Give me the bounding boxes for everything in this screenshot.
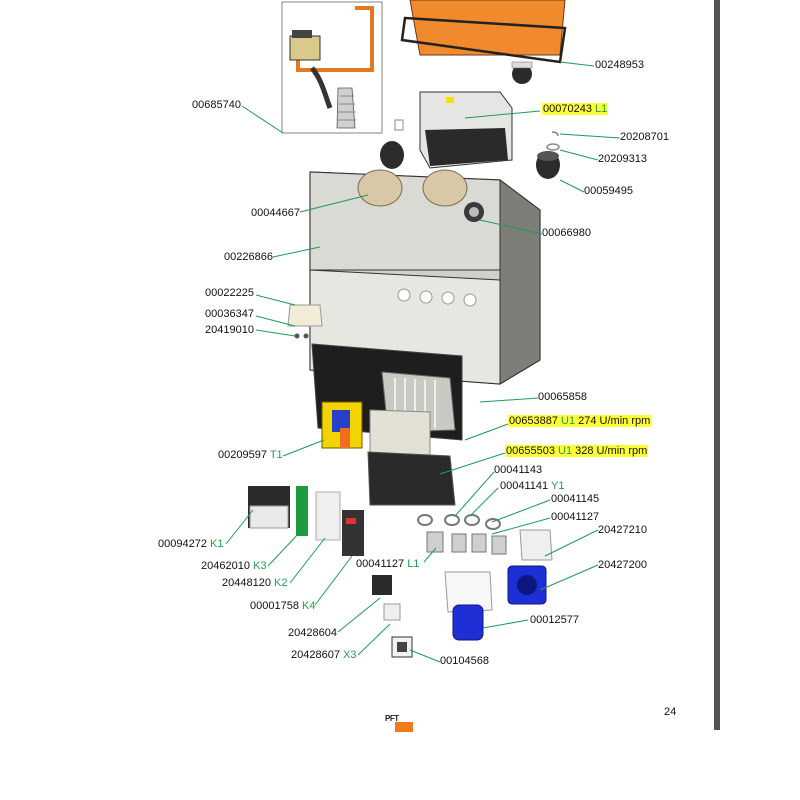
label-00041145: 00041145 bbox=[551, 493, 599, 506]
label-00041143: 00041143 bbox=[494, 464, 542, 477]
ref-designator: Y1 bbox=[550, 480, 565, 492]
leader-lines bbox=[225, 61, 621, 663]
label-00059495: 00059495 bbox=[584, 185, 633, 198]
part-code: 00041141 bbox=[500, 480, 549, 492]
ref-designator: K2 bbox=[274, 577, 288, 589]
label-00022225: 00022225 bbox=[205, 287, 254, 300]
part-code: 00653887 bbox=[509, 415, 558, 427]
ref-designator: T1 bbox=[269, 449, 283, 461]
label-00041127-top: 00041127 bbox=[551, 511, 599, 524]
page-number: 24 bbox=[664, 706, 677, 718]
label-20209313: 20209313 bbox=[598, 153, 647, 166]
logo-text: PFT bbox=[385, 714, 399, 723]
ref-designator: L1 bbox=[407, 558, 420, 570]
ref-designator: L1 bbox=[595, 103, 608, 115]
speed-note: 274 U/min rpm bbox=[578, 415, 651, 427]
label-20428604: 20428604 bbox=[288, 627, 337, 640]
small-left-parts bbox=[287, 304, 323, 339]
part-code: 00209597 bbox=[218, 449, 267, 461]
label-00104568: 00104568 bbox=[440, 655, 489, 668]
label-00070243: 00070243 L1 bbox=[542, 103, 609, 116]
label-00012577: 00012577 bbox=[530, 614, 579, 627]
part-code: 00001758 bbox=[250, 600, 299, 612]
part-code: 20448120 bbox=[222, 577, 271, 589]
part-code: 20419010 bbox=[205, 324, 254, 336]
label-00209597: 00209597 T1 bbox=[218, 449, 283, 462]
label-00066980: 00066980 bbox=[542, 227, 591, 240]
ref-designator: U1 bbox=[561, 415, 576, 427]
part-code: 00022225 bbox=[205, 287, 254, 299]
part-code: 00248953 bbox=[595, 59, 644, 71]
part-code: 00041145 bbox=[551, 493, 600, 505]
label-20427200: 20427200 bbox=[598, 559, 647, 572]
part-code: 20209313 bbox=[598, 153, 647, 165]
part-code: 00655503 bbox=[506, 445, 555, 457]
part-code: 20427200 bbox=[598, 559, 647, 571]
rubber-foot-parts bbox=[380, 119, 560, 179]
glands-and-sockets bbox=[372, 514, 553, 658]
label-00226866: 00226866 bbox=[224, 251, 273, 264]
part-code: 00044667 bbox=[251, 207, 300, 219]
label-00036347: 00036347 bbox=[205, 308, 254, 321]
part-code: 00059495 bbox=[584, 185, 633, 197]
label-00041141: 00041141 Y1 bbox=[500, 480, 564, 493]
label-00094272: 00094272 K1 bbox=[158, 538, 223, 551]
part-code: 00070243 bbox=[543, 103, 592, 115]
speed-note: 328 U/min rpm bbox=[575, 445, 648, 457]
part-code: 00036347 bbox=[205, 308, 254, 320]
label-20427210: 20427210 bbox=[598, 524, 647, 537]
part-code: 00226866 bbox=[224, 251, 273, 263]
label-20428607: 20428607 X3 bbox=[291, 649, 356, 662]
label-00655503: 00655503 U1 328 U/min rpm bbox=[505, 445, 649, 458]
label-00065858: 00065858 bbox=[538, 391, 587, 404]
part-code: 20208701 bbox=[620, 131, 669, 143]
label-00653887: 00653887 U1 274 U/min rpm bbox=[508, 415, 652, 428]
label-20448120: 20448120 K2 bbox=[222, 577, 287, 590]
part-code: 00012577 bbox=[530, 614, 579, 626]
part-code: 00104568 bbox=[440, 655, 489, 667]
part-code: 00041143 bbox=[494, 464, 543, 476]
label-20462010: 20462010 K3 bbox=[201, 560, 266, 573]
part-code: 20428604 bbox=[288, 627, 337, 639]
label-20419010: 20419010 bbox=[205, 324, 254, 337]
orange-housing bbox=[400, 0, 567, 84]
logo-mark bbox=[395, 722, 413, 732]
part-code: 00041127 bbox=[551, 511, 600, 523]
handle-inset bbox=[281, 1, 383, 134]
part-code: 00065858 bbox=[538, 391, 587, 403]
circuit-board bbox=[311, 343, 463, 506]
power-module bbox=[419, 91, 513, 169]
label-00248953: 00248953 bbox=[595, 59, 644, 72]
ref-designator: K1 bbox=[210, 538, 224, 550]
pft-logo: PFT bbox=[385, 714, 415, 734]
label-00685740: 00685740 bbox=[192, 99, 241, 112]
label-00001758: 00001758 K4 bbox=[250, 600, 315, 613]
part-code: 20428607 bbox=[291, 649, 340, 661]
page-edge-bar bbox=[714, 0, 720, 730]
part-code: 00041127 bbox=[356, 558, 405, 570]
part-code: 00685740 bbox=[192, 99, 241, 111]
ref-designator: X3 bbox=[343, 649, 357, 661]
part-code: 00066980 bbox=[542, 227, 591, 239]
ref-designator: K3 bbox=[253, 560, 267, 572]
label-00044667: 00044667 bbox=[251, 207, 300, 220]
part-code: 20462010 bbox=[201, 560, 250, 572]
ref-designator: U1 bbox=[558, 445, 573, 457]
part-code: 00094272 bbox=[158, 538, 207, 550]
label-00041127-l1: 00041127 L1 bbox=[356, 558, 419, 571]
label-20208701: 20208701 bbox=[620, 131, 669, 144]
part-code: 20427210 bbox=[598, 524, 647, 536]
relay-components bbox=[248, 486, 364, 556]
ref-designator: K4 bbox=[302, 600, 316, 612]
